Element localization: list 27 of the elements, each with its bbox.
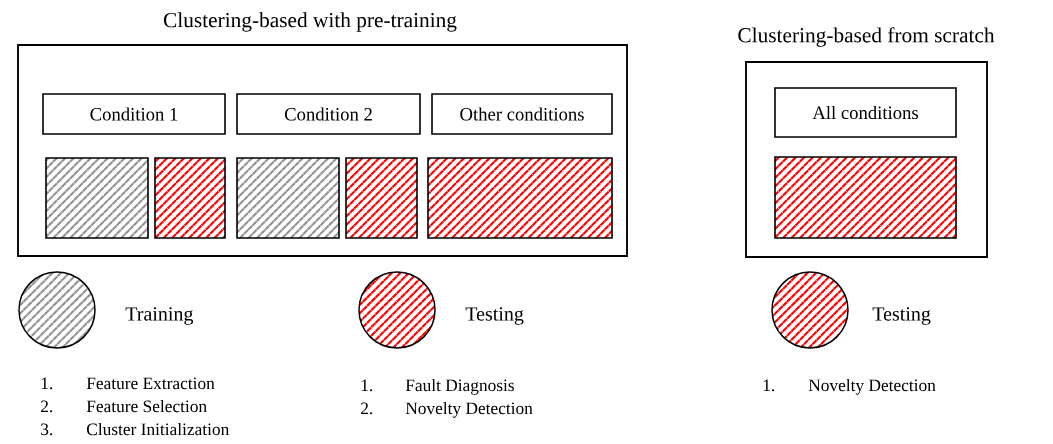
list-item: 1. xyxy=(41,377,53,390)
hatched-box xyxy=(345,157,418,239)
list-item: 1. xyxy=(361,379,373,392)
node-label: Clustering-based from scratch xyxy=(738,27,995,47)
hatched-box xyxy=(154,157,226,239)
list-item: Novelty Detection xyxy=(405,402,533,418)
list-item: Feature Selection xyxy=(86,400,207,413)
hatched-box xyxy=(774,156,957,239)
condition-box: Condition 2 xyxy=(236,93,421,135)
hatched-box xyxy=(236,157,340,239)
condition-box: Condition 1 xyxy=(42,93,226,135)
legend-label: Testing xyxy=(872,307,931,325)
list-item: Cluster Initialization xyxy=(87,423,229,436)
legend-label: Training xyxy=(125,307,194,325)
list-item: Fault Diagnosis xyxy=(405,379,514,395)
hatched-box xyxy=(427,157,613,239)
list-item: 1. xyxy=(763,379,775,392)
hatched-box xyxy=(45,157,149,239)
condition-box: All conditions xyxy=(774,87,957,138)
list-item: 2. xyxy=(361,402,373,415)
list-item: Novelty Detection xyxy=(808,379,936,395)
legend-label: Testing xyxy=(465,307,524,325)
list-item: Feature Extraction xyxy=(86,377,215,390)
list-item: 3. xyxy=(41,423,53,436)
condition-box: Other conditions xyxy=(431,93,613,135)
node-label: Clustering-based with pre-training xyxy=(163,12,457,32)
list-item: 2. xyxy=(41,400,53,413)
